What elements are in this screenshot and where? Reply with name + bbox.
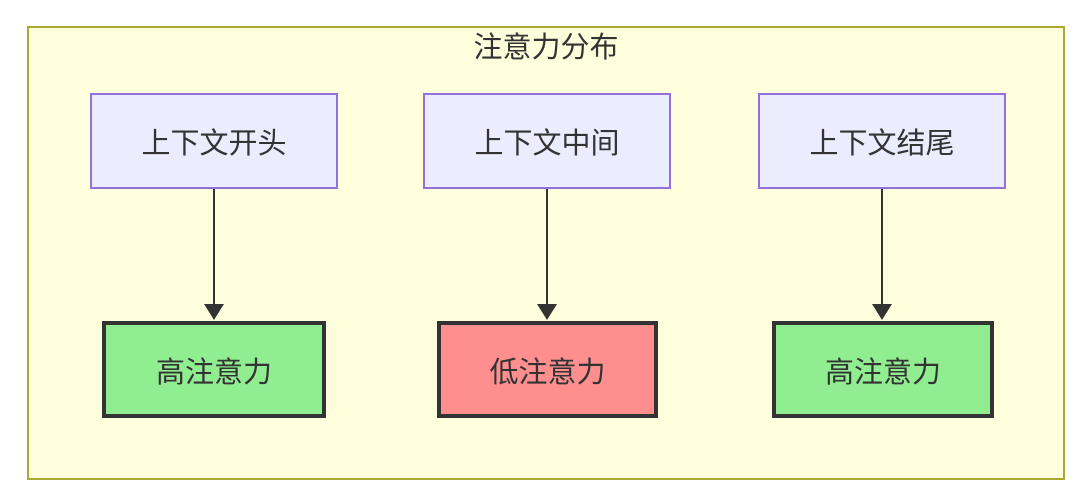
- arrow-line: [546, 189, 548, 305]
- node-label: 高注意力: [155, 356, 272, 389]
- arrow-head-icon: [204, 304, 224, 320]
- arrow-head-icon: [872, 304, 892, 320]
- node-label: 上下文开头: [141, 128, 287, 160]
- arrow-line: [881, 189, 883, 305]
- node-high-attention-start: 高注意力: [102, 321, 326, 418]
- diagram-title: 注意力分布: [473, 32, 619, 64]
- node-high-attention-end: 高注意力: [772, 321, 994, 418]
- arrow-head-icon: [537, 304, 557, 320]
- node-label: 高注意力: [824, 356, 941, 389]
- node-label: 低注意力: [489, 356, 606, 389]
- node-label: 上下文结尾: [809, 128, 955, 160]
- node-context-middle: 上下文中间: [423, 93, 671, 189]
- node-context-start: 上下文开头: [90, 93, 338, 189]
- node-label: 上下文中间: [474, 128, 620, 160]
- node-context-end: 上下文结尾: [758, 93, 1006, 189]
- node-low-attention-middle: 低注意力: [437, 321, 658, 418]
- arrow-line: [213, 189, 215, 305]
